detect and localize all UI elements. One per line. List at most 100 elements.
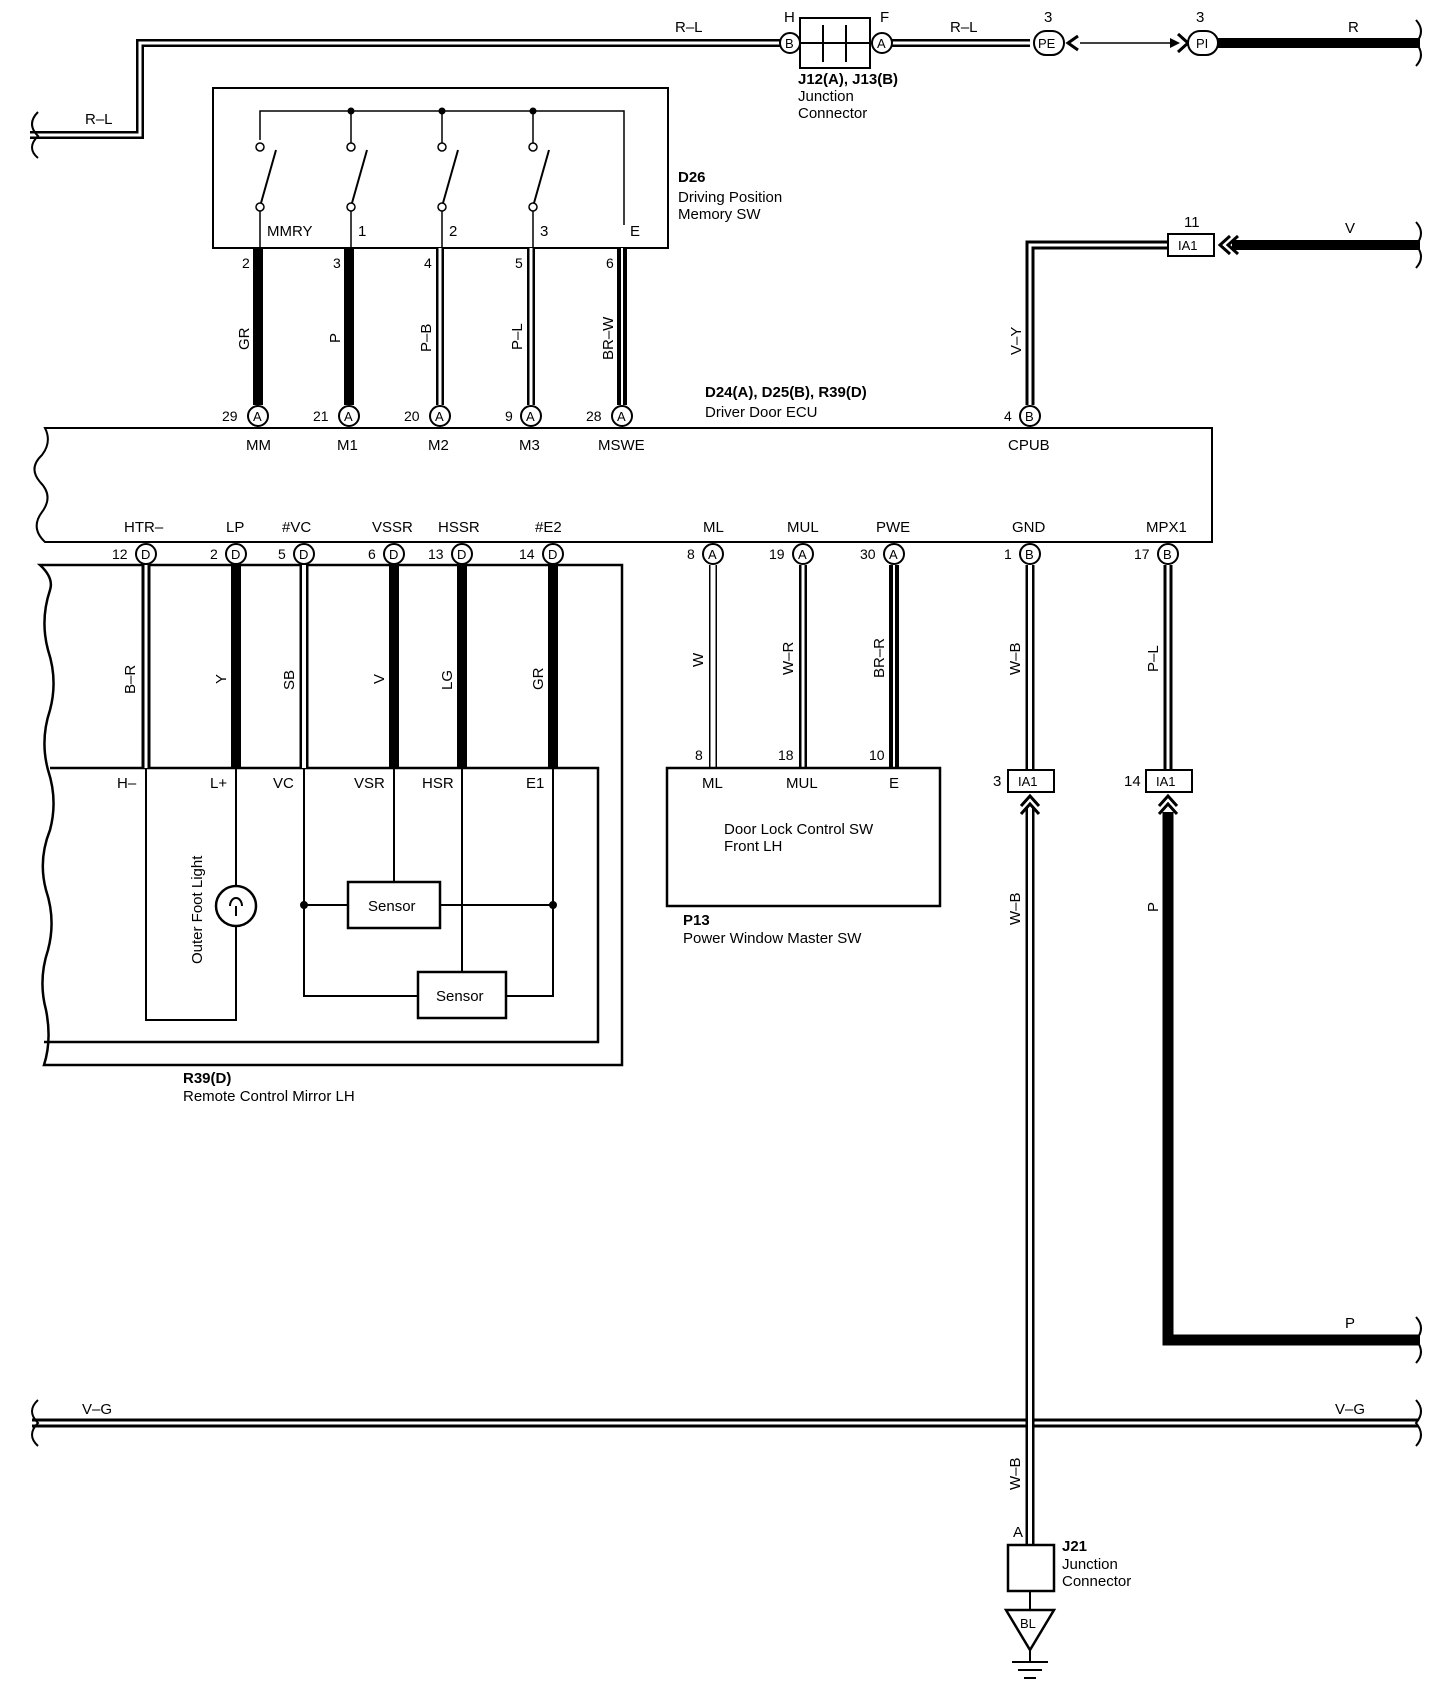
wire-label-wb-2: W–B <box>1007 892 1024 925</box>
mirror-outer-box <box>36 563 624 1067</box>
p13-name: Power Window Master SW <box>683 930 862 947</box>
wire-label-rl-left: R–L <box>85 111 113 128</box>
wire-label-v-mirror: V <box>371 674 388 684</box>
wire-label-y-mirror: Y <box>213 674 230 684</box>
p13-pin-10: 10 <box>869 747 885 763</box>
wire-break-vg-right <box>1414 1399 1422 1447</box>
mirror-term-hsr: HSR <box>422 775 454 792</box>
sensor-2-label: Sensor <box>436 988 484 1005</box>
ecu-name: Driver Door ECU <box>705 404 818 421</box>
wire-label-vg-right: V–G <box>1335 1401 1365 1418</box>
mirror-term-vsr: VSR <box>354 775 385 792</box>
svg-text:A: A <box>708 547 717 562</box>
wire-mpx1 <box>1162 565 1420 1346</box>
wire-label-pl-d26: P–L <box>509 323 526 350</box>
mirror-term-e1: E1 <box>526 775 544 792</box>
svg-text:MUL: MUL <box>787 519 819 536</box>
svg-text:A: A <box>877 36 886 51</box>
ecu-bottom-pin: D14#E2 <box>519 519 564 565</box>
wire-label-rl-mid: R–L <box>950 19 978 36</box>
svg-text:4: 4 <box>1004 408 1012 424</box>
memory-switch-contact <box>437 107 459 248</box>
mirror-term-h: H– <box>117 775 137 792</box>
wire-label-p: P <box>1345 1315 1355 1332</box>
svg-text:ML: ML <box>703 519 724 536</box>
wire-label-v: V <box>1345 220 1355 237</box>
sensor-1-label: Sensor <box>368 898 416 915</box>
p13-inner-line1: Door Lock Control SW <box>724 821 874 838</box>
d26-id: D26 <box>678 169 706 186</box>
p13-pin-18: 18 <box>778 747 794 763</box>
j21-line2: Connector <box>1062 1573 1131 1590</box>
svg-text:2: 2 <box>210 546 218 562</box>
memory-switch-d26 <box>212 87 669 249</box>
wire-label-gr-d26: GR <box>236 327 253 350</box>
svg-text:#VC: #VC <box>282 519 311 536</box>
wire-label-vy: V–Y <box>1008 327 1025 355</box>
p13-term-e: E <box>889 775 899 792</box>
outer-foot-light-label: Outer Foot Light <box>189 855 206 964</box>
wire-break-p <box>1414 1316 1422 1364</box>
p13-inner-line2: Front LH <box>724 838 782 855</box>
svg-text:D: D <box>389 547 398 562</box>
p13-id: P13 <box>683 912 710 929</box>
wire-label-r: R <box>1348 19 1359 36</box>
svg-text:B: B <box>1025 409 1034 424</box>
wire-label-wb-3: W–B <box>1007 1457 1024 1490</box>
power-window-master-sw <box>665 766 942 908</box>
svg-text:21: 21 <box>313 408 329 424</box>
j21-id: J21 <box>1062 1538 1087 1555</box>
wire-label-vg-left: V–G <box>82 1401 112 1418</box>
wire-rl-top <box>30 39 1030 139</box>
connector-ia1-top: IA1 11 <box>1167 214 1240 257</box>
svg-text:PI: PI <box>1196 36 1208 51</box>
svg-text:A: A <box>253 409 262 424</box>
svg-text:B: B <box>785 36 794 51</box>
mirror-term-vc: VC <box>273 775 294 792</box>
svg-text:3: 3 <box>1196 9 1204 26</box>
svg-text:A: A <box>435 409 444 424</box>
wire-label-wr-p13: W–R <box>780 642 797 676</box>
wire-label-p-mpx: P <box>1145 902 1162 912</box>
wire-label-pb-d26: P–B <box>418 324 435 352</box>
p13-pin-8: 8 <box>695 747 703 763</box>
d26-pin-2: 2 <box>242 255 250 271</box>
wire-break-vg-left <box>31 1399 40 1447</box>
svg-text:F: F <box>880 9 889 26</box>
wire-label-brw-d26: BR–W <box>600 316 617 360</box>
svg-text:A: A <box>617 409 626 424</box>
ecu-id: D24(A), D25(B), R39(D) <box>705 384 867 401</box>
svg-text:A: A <box>889 547 898 562</box>
memory-switch-contact <box>255 142 277 248</box>
p13-wires <box>709 565 899 768</box>
svg-text:B: B <box>1025 547 1034 562</box>
d26-term-3: 3 <box>540 223 548 240</box>
wire-label-gr-mirror: GR <box>530 667 547 690</box>
svg-text:PWE: PWE <box>876 519 910 536</box>
svg-text:A: A <box>526 409 535 424</box>
j12-line2: Connector <box>798 105 867 122</box>
j12-line1: Junction <box>798 88 854 105</box>
wire-label-br-mirror: B–R <box>122 665 139 694</box>
svg-text:#E2: #E2 <box>535 519 562 536</box>
p13-term-ml: ML <box>702 775 723 792</box>
d26-pin-3: 3 <box>333 255 341 271</box>
svg-text:28: 28 <box>586 408 602 424</box>
svg-text:12: 12 <box>112 546 128 562</box>
svg-text:B: B <box>1163 547 1172 562</box>
j21-pin-a: A <box>1013 1524 1023 1541</box>
svg-text:D: D <box>299 547 308 562</box>
svg-text:5: 5 <box>278 546 286 562</box>
svg-text:HTR–: HTR– <box>124 519 164 536</box>
svg-text:17: 17 <box>1134 546 1150 562</box>
d26-term-mmry: MMRY <box>267 223 313 240</box>
svg-text:13: 13 <box>428 546 444 562</box>
wire-label-lg-mirror: LG <box>439 670 456 690</box>
